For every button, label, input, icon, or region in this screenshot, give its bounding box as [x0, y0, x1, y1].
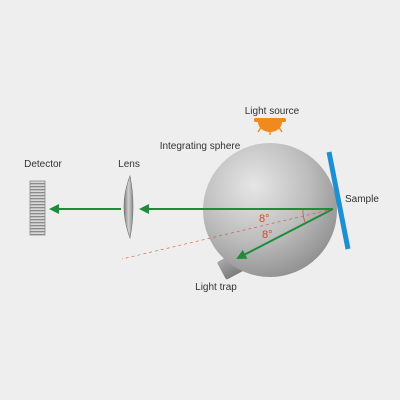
label-light-source: Light source [245, 106, 300, 117]
detector-grating-icon [29, 180, 46, 236]
label-lens: Lens [118, 159, 140, 170]
label-detector: Detector [24, 159, 62, 170]
lamp-icon [254, 118, 286, 135]
label-integrating-sphere: Integrating sphere [160, 141, 241, 152]
label-light-trap: Light trap [195, 282, 237, 293]
label-angle-lower: 8° [262, 229, 273, 241]
beam-to-light-trap [236, 208, 334, 259]
specular-dashed-line [121, 208, 334, 260]
label-sample: Sample [345, 194, 379, 205]
convex-lens-icon [123, 174, 134, 240]
sample-plate [326, 151, 351, 250]
label-angle-upper: 8° [259, 213, 270, 225]
